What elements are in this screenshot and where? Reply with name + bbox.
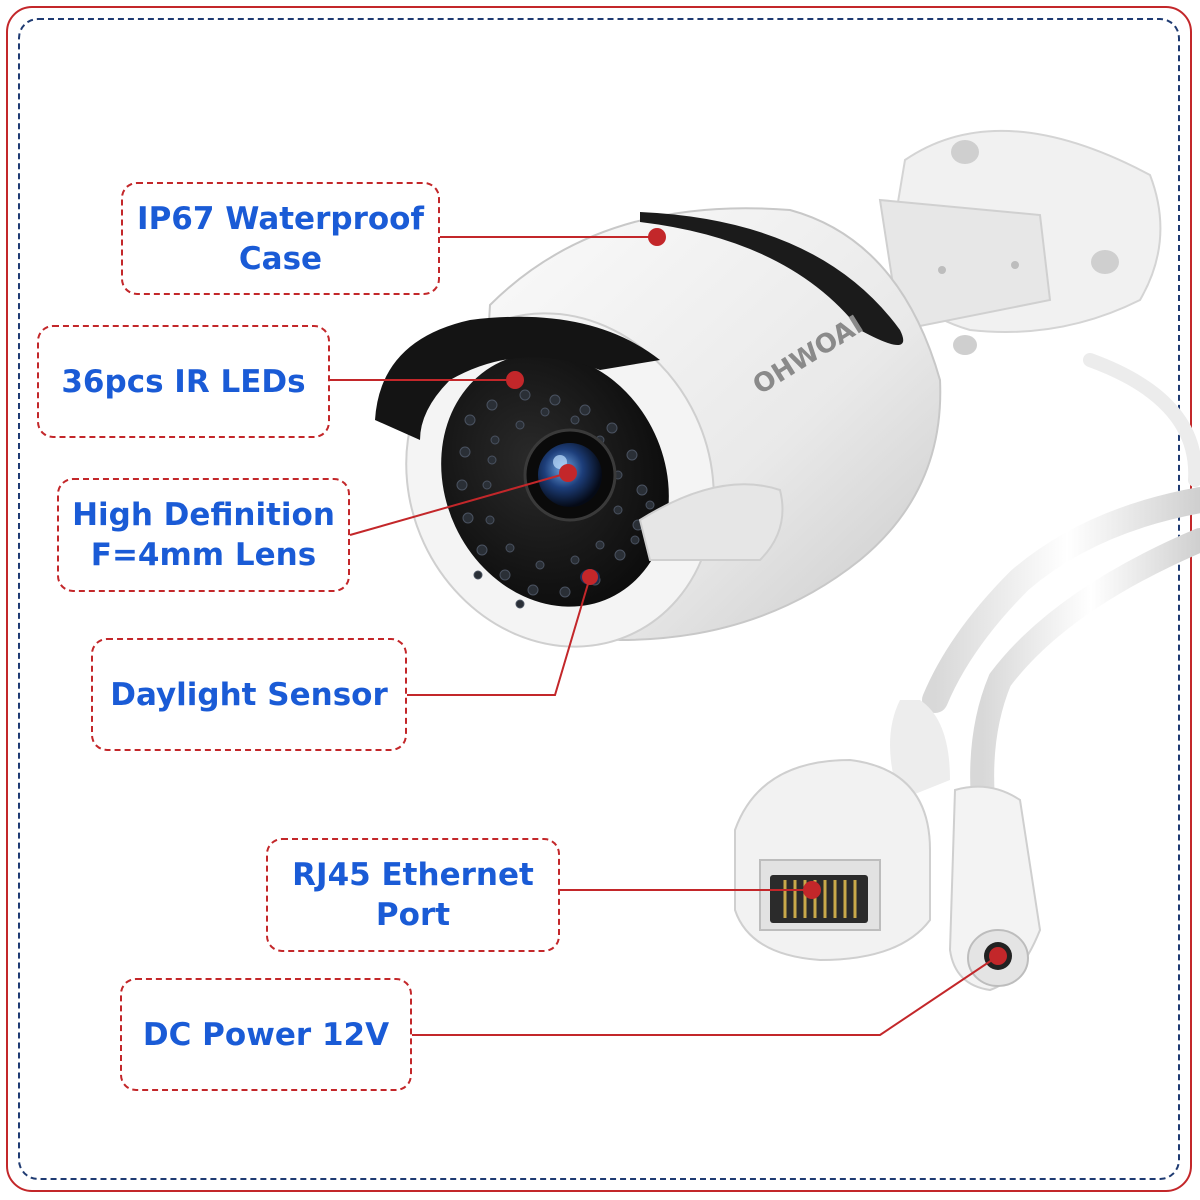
callout-dots xyxy=(506,228,1007,965)
label-ir-leds-text: 36pcs IR LEDs xyxy=(61,363,306,400)
label-rj45-port-text: RJ45 Ethernet Port xyxy=(292,857,534,933)
inner-dashed-frame xyxy=(18,18,1180,1180)
label-waterproof-case-text: IP67 Waterproof Case xyxy=(137,200,424,277)
label-dc-power-text: DC Power 12V xyxy=(142,1016,390,1053)
label-ir-leds: 36pcs IR LEDs xyxy=(37,325,330,438)
label-dc-power: DC Power 12V xyxy=(120,978,412,1091)
label-daylight-sensor: Daylight Sensor xyxy=(91,638,407,751)
label-rj45-port: RJ45 Ethernet Port xyxy=(266,838,560,952)
label-lens-text: High Definition F=4mm Lens xyxy=(72,497,335,573)
camera-front xyxy=(375,312,784,648)
callout-lines xyxy=(330,236,999,1036)
label-waterproof-case: IP67 Waterproof Case xyxy=(121,182,440,295)
label-lens: High Definition F=4mm Lens xyxy=(57,478,350,592)
label-daylight-sensor-text: Daylight Sensor xyxy=(110,676,388,713)
outer-frame xyxy=(6,6,1192,1192)
connectors xyxy=(734,700,1042,992)
wall-mount xyxy=(878,129,1162,355)
